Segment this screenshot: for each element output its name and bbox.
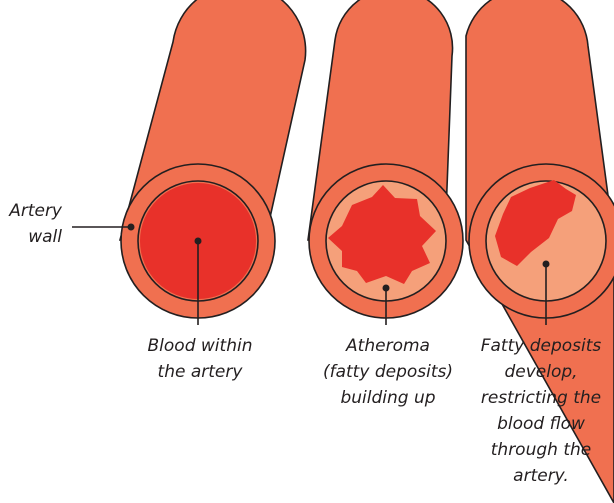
label-artery-wall: Artery wall xyxy=(0,198,62,250)
artery-atheroma xyxy=(308,0,463,318)
label-atheroma: Atheroma (fatty deposits) building up xyxy=(298,333,478,411)
artery-healthy xyxy=(120,0,306,318)
label-blood-within-artery: Blood within the artery xyxy=(120,333,280,385)
pointer-blood-dot xyxy=(195,238,202,245)
pointer-fatty-dot xyxy=(543,261,550,268)
label-fatty-deposits: Fatty deposits develop, restricting the … xyxy=(468,333,614,489)
pointer-atheroma-dot xyxy=(383,285,390,292)
pointer-artery-wall-dot xyxy=(128,224,135,231)
